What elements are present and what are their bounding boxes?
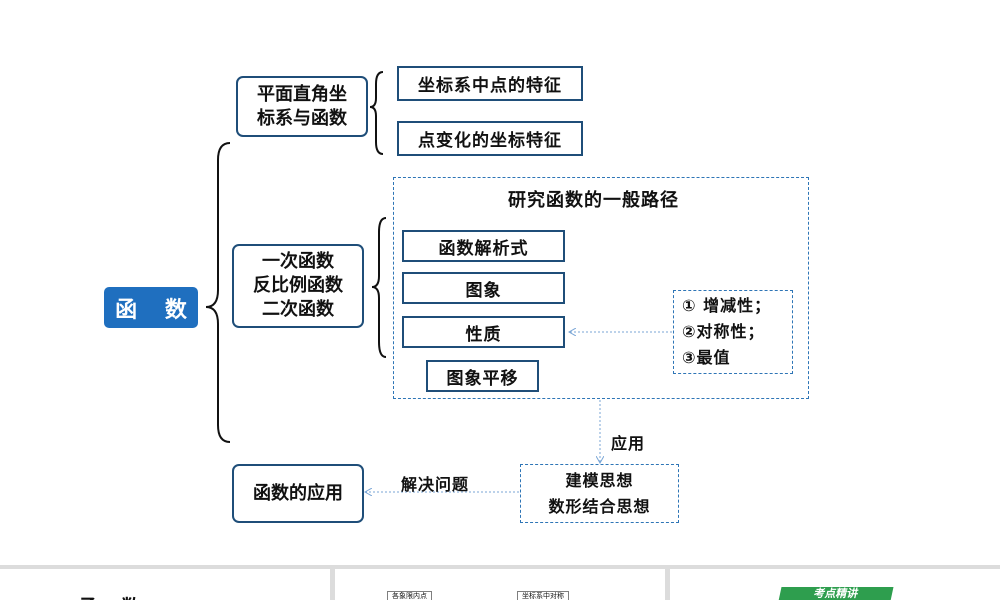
- panel-item-graph: 图象: [402, 272, 565, 304]
- function-application: 函数的应用: [232, 464, 364, 523]
- research-path-panel: [393, 177, 809, 399]
- properties-box: ① 增减性； ②对称性； ③最值: [673, 290, 793, 374]
- thumbnail-3[interactable]: 考点精讲: [670, 569, 1000, 600]
- branch1-title-line1: 平面直角坐: [257, 83, 347, 105]
- thumbnail-3-tag: 考点精讲: [778, 587, 894, 600]
- connector-lines: [205, 71, 672, 565]
- thumbnail-2-tag-2: 坐标系中对称: [517, 591, 569, 600]
- property-monotonicity: ① 增减性；: [682, 296, 772, 315]
- branch1-item-2: 点变化的坐标特征: [397, 121, 583, 156]
- branch1-title-line2: 标系与函数: [257, 107, 347, 129]
- methods-box: 建模思想 数形结合思想: [520, 464, 679, 523]
- apply-label: 应用: [611, 434, 646, 453]
- thumbnail-2[interactable]: 各象限内点 坐标系中对称: [335, 569, 665, 600]
- thumbnail-strip: 函 数 各象限内点 坐标系中对称 考点精讲: [0, 565, 1000, 600]
- panel-item-property: 性质: [402, 316, 565, 348]
- method-number-shape: 数形结合思想: [548, 496, 651, 516]
- thumbnail-1[interactable]: 函 数: [0, 569, 330, 600]
- branch1-title: 平面直角坐 标系与函数: [236, 76, 368, 137]
- branch1-brace: [369, 71, 384, 155]
- branch2-title-line1: 一次函数: [262, 251, 334, 272]
- root-brace: [205, 142, 231, 443]
- branch1-item-1: 坐标系中点的特征: [397, 66, 583, 101]
- thumbnail-2-tag-1: 各象限内点: [387, 591, 432, 600]
- branch2-title-line2: 反比例函数: [253, 275, 343, 296]
- property-extremum: ③最值: [682, 348, 731, 367]
- panel-item-translation: 图象平移: [426, 360, 539, 392]
- solve-label: 解决问题: [401, 475, 470, 494]
- research-path-title: 研究函数的一般路径: [508, 190, 679, 211]
- thumbnail-1-text: 函 数: [78, 591, 149, 600]
- property-symmetry: ②对称性；: [682, 322, 765, 341]
- branch2-title-line3: 二次函数: [262, 299, 334, 320]
- panel-item-formula: 函数解析式: [402, 230, 565, 262]
- root-node: 函 数: [104, 287, 198, 328]
- branch2-brace: [371, 217, 387, 358]
- method-modeling: 建模思想: [565, 470, 634, 490]
- branch2-title: 一次函数 反比例函数 二次函数: [232, 244, 364, 328]
